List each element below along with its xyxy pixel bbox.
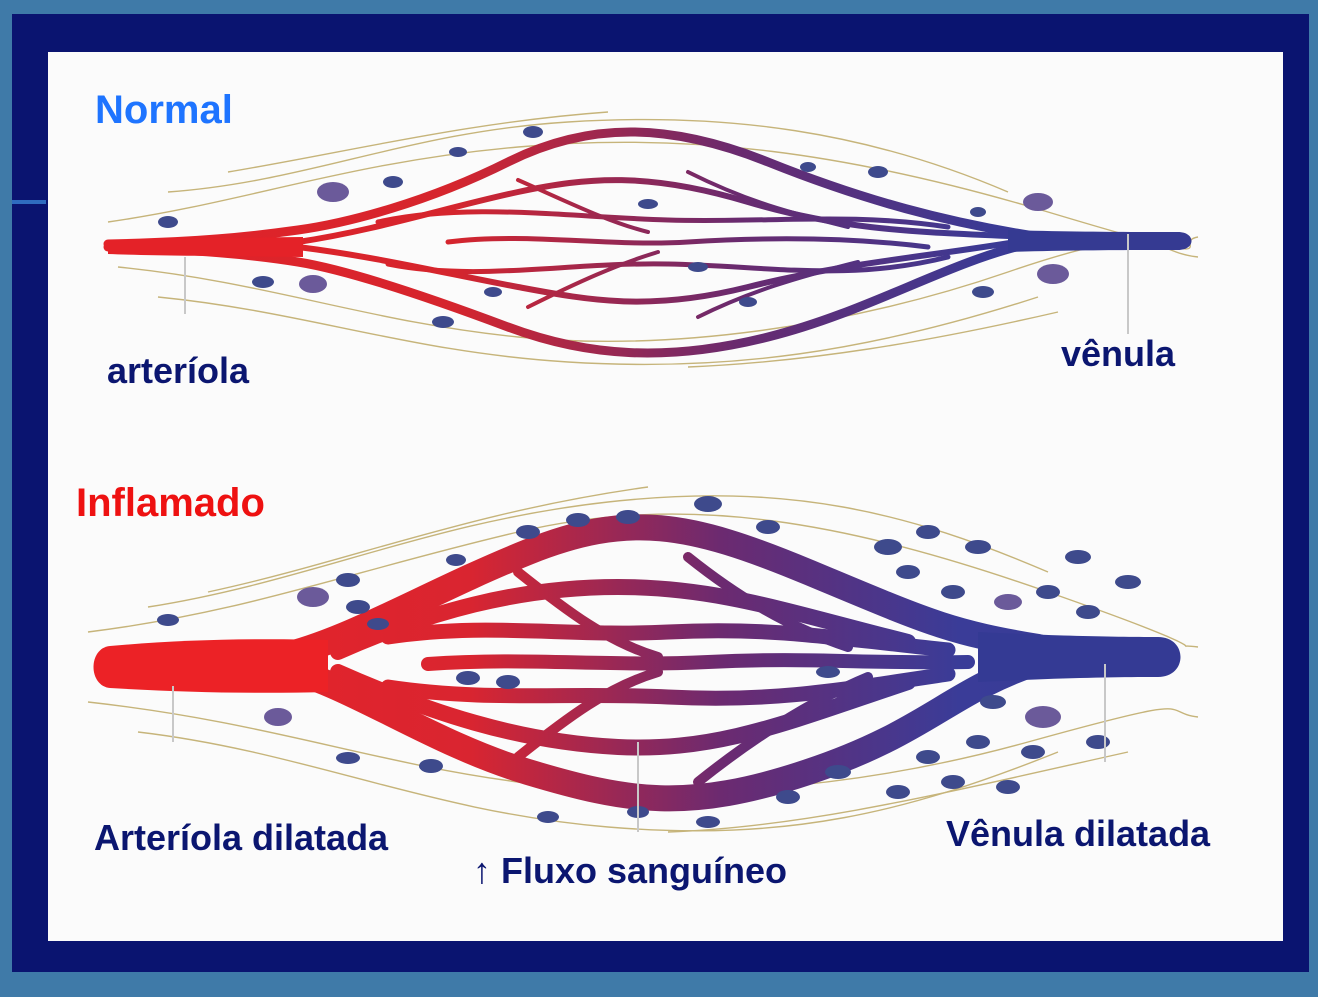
inflamed-title: Inflamado [76, 481, 265, 526]
dilated-venule-label: Vênula dilatada [946, 813, 1210, 855]
arteriole-label: arteríola [107, 350, 249, 392]
accent-line [12, 200, 46, 204]
inflamed-arteriole [94, 639, 329, 693]
inflamed-venule [978, 632, 1181, 682]
normal-venule [1008, 230, 1192, 252]
venule-label: vênula [1061, 333, 1175, 375]
normal-title: Normal [95, 88, 233, 133]
dilated-arteriole-label: Arteríola dilatada [94, 817, 388, 859]
blood-flow-label: ↑ Fluxo sanguíneo [473, 850, 787, 892]
